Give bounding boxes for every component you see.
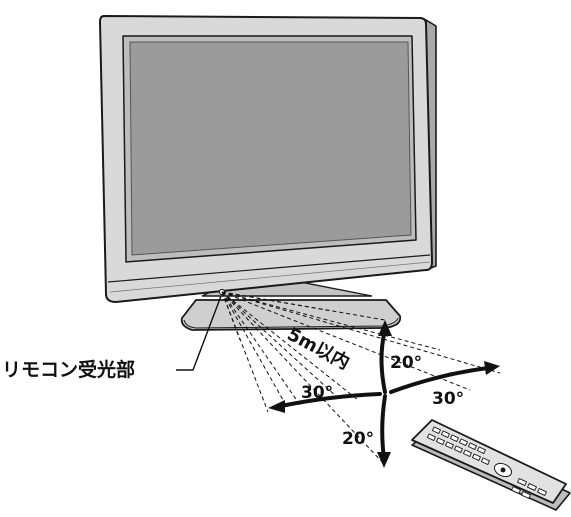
sensor-leader-line [176, 295, 222, 371]
arrow-down [380, 394, 387, 460]
angle-down-label: 20° [342, 429, 374, 449]
angle-right-label: 30° [432, 389, 464, 409]
signal-cone [221, 291, 501, 466]
distance-label: 5m以内 [284, 323, 354, 374]
angle-up-label: 20° [390, 353, 422, 373]
tv-body [99, 15, 437, 303]
arrow-left [279, 392, 382, 408]
remote-control [411, 419, 571, 511]
arrow-right [389, 366, 490, 394]
sensor-label: リモコン受光部 [2, 358, 135, 381]
angle-left-label: 30° [301, 383, 333, 403]
arrowheads [268, 320, 500, 468]
tv-screen [129, 41, 412, 256]
arrow-up [379, 328, 387, 394]
